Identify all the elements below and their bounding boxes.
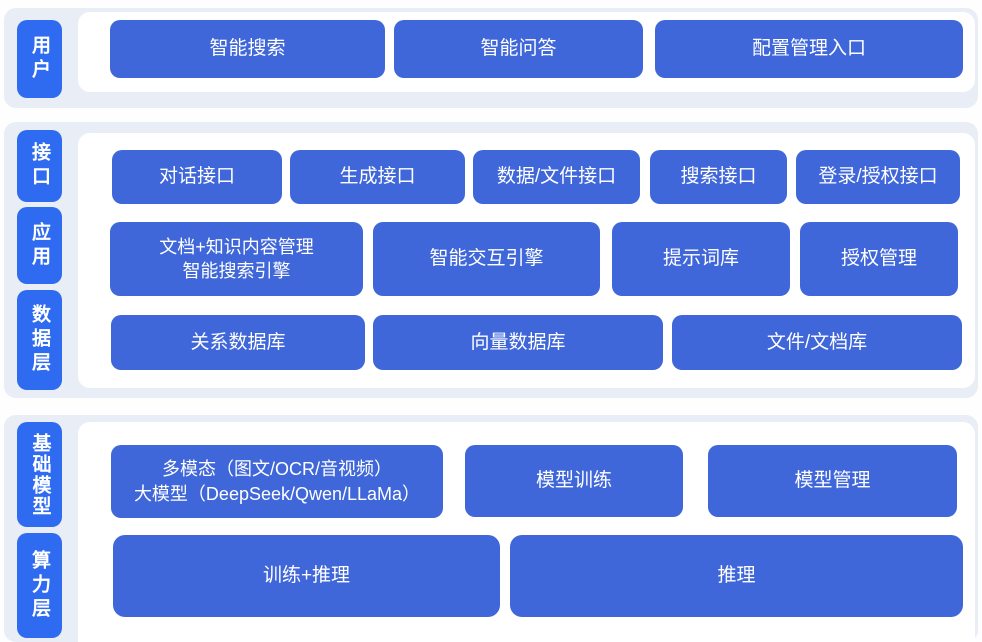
node-model-management: 模型管理 (708, 445, 957, 517)
node-prompt-library: 提示词库 (612, 222, 790, 296)
node-doc-knowledge-search-engine: 文档+知识内容管理 智能搜索引擎 (110, 222, 363, 296)
node-file-document-store: 文件/文档库 (672, 315, 962, 370)
node-authorization-management: 授权管理 (800, 222, 958, 296)
node-smart-interaction-engine: 智能交互引擎 (373, 222, 600, 296)
layer-label-data: 数据层 (17, 290, 62, 390)
layer-label-compute: 算力层 (17, 533, 62, 638)
node-multimodal-llm: 多模态（图文/OCR/音视频） 大模型（DeepSeek/Qwen/LLaMa） (111, 445, 443, 518)
layer-label-interface: 接口 (17, 130, 62, 202)
node-model-training: 模型训练 (465, 445, 683, 517)
node-data-file-api: 数据/文件接口 (473, 150, 640, 204)
node-inference: 推理 (510, 535, 963, 617)
node-generation-api: 生成接口 (290, 150, 465, 204)
layer-label-user: 用户 (17, 20, 62, 98)
band-user-layer: 用户 智能搜索 智能问答 配置管理入口 (4, 8, 978, 108)
node-smart-search: 智能搜索 (110, 20, 385, 78)
node-training-inference: 训练+推理 (113, 535, 500, 617)
node-dialog-api: 对话接口 (112, 150, 282, 204)
layer-label-foundation-model: 基础模型 (17, 422, 62, 527)
layer-label-application: 应用 (17, 207, 62, 284)
node-vector-database: 向量数据库 (373, 315, 663, 370)
band-interface-app-data: 接口 应用 数据层 对话接口 生成接口 数据/文件接口 搜索接口 登录/授权接口… (4, 122, 978, 398)
node-login-auth-api: 登录/授权接口 (796, 150, 960, 204)
band-foundation-compute: 基础模型 算力层 多模态（图文/OCR/音视频） 大模型（DeepSeek/Qw… (4, 415, 978, 642)
node-config-management-entry: 配置管理入口 (655, 20, 963, 78)
node-relational-database: 关系数据库 (111, 315, 365, 370)
node-search-api: 搜索接口 (650, 150, 787, 204)
node-smart-qa: 智能问答 (394, 20, 643, 78)
